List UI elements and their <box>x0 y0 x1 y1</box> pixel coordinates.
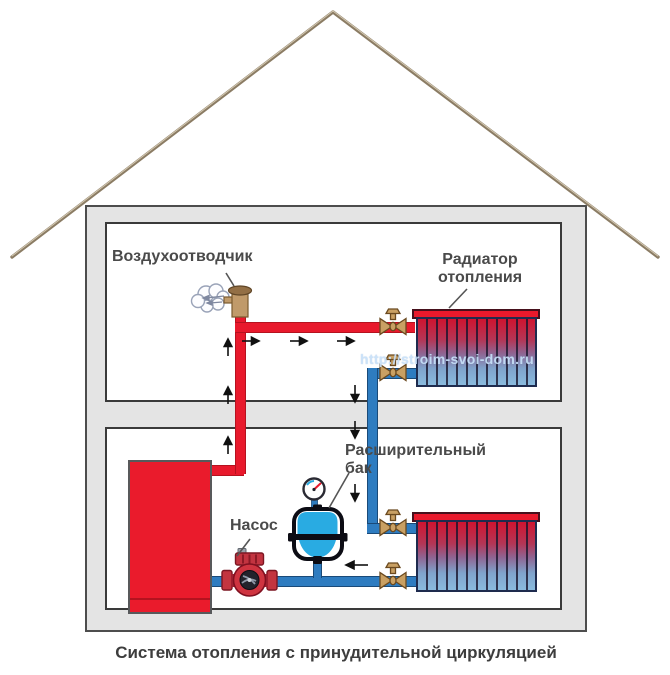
pipe-supply-lower-radiator <box>367 523 416 534</box>
upper-radiator-body <box>416 317 537 387</box>
pipe-riser-hot <box>235 314 246 474</box>
watermark: http://stroim-svoi-dom.ru <box>360 351 534 367</box>
pipe-supply-upper <box>235 322 415 333</box>
pipe-downcomer-cold <box>367 368 378 532</box>
boiler-seam <box>130 598 210 600</box>
pump-label: Насос <box>230 517 278 534</box>
diagram-caption: Система отопления с принудительной цирку… <box>115 643 557 662</box>
lower-radiator-body <box>416 520 537 592</box>
radiator-label: Радиатор отопления <box>437 251 523 286</box>
pipe-boiler-outlet <box>205 465 244 476</box>
air-vent-label: Воздухоотводчик <box>112 248 253 265</box>
boiler <box>128 460 212 614</box>
pipe-return-main <box>205 576 417 587</box>
expansion-tank-label: Расширительный бак <box>345 442 486 477</box>
pipe-expansion-tank-stub <box>313 557 322 578</box>
